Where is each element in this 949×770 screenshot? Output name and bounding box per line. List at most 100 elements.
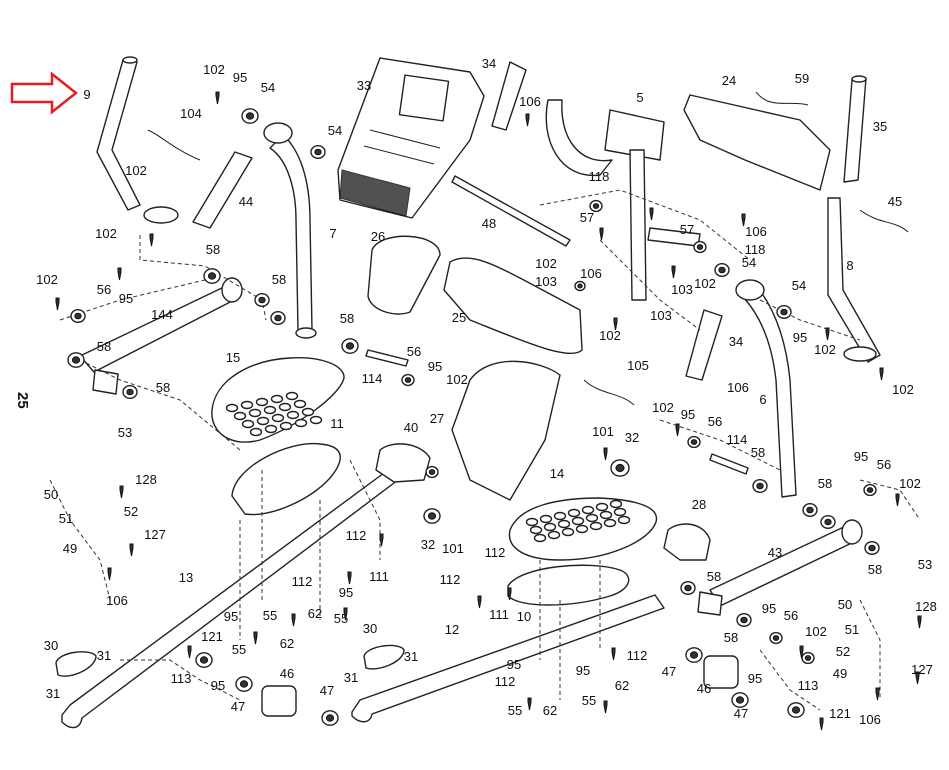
bolt	[477, 595, 482, 609]
part-number-label: 102	[446, 372, 468, 387]
pedal-grip-dot	[286, 410, 300, 420]
pedal-grip-dot	[270, 394, 284, 404]
bearing-hole	[274, 314, 282, 322]
part-number-label: 112	[440, 572, 461, 587]
part-number-label: 102	[95, 226, 117, 241]
pedal-grip-dot	[603, 518, 617, 528]
pedal-grip-dot	[293, 399, 307, 409]
axle-48	[451, 175, 571, 247]
part-number-label: 103	[650, 308, 672, 323]
part-number-label: 9	[83, 87, 90, 102]
bolt	[291, 613, 296, 627]
part-number-label: 95	[576, 663, 590, 678]
bearing-hole	[780, 308, 788, 316]
pedal-grip-dot	[248, 408, 262, 418]
bolt	[603, 700, 608, 714]
pedal-15	[211, 357, 345, 443]
bolt	[379, 533, 384, 547]
part-number-label: 55	[263, 608, 277, 623]
part-number-label: 105	[627, 358, 649, 373]
bearing-hole	[74, 312, 82, 320]
footpad-30-left	[55, 651, 97, 677]
part-number-label: 14	[550, 466, 564, 481]
bolt	[149, 233, 154, 247]
pedal-grip-dot	[264, 424, 278, 434]
part-number-label: 48	[482, 216, 496, 231]
bolt	[215, 91, 220, 105]
pedal-grip-dot	[553, 511, 567, 521]
bolt	[129, 543, 134, 557]
part-number-label: 56	[708, 414, 722, 429]
pedal-grip-dot	[256, 416, 270, 426]
pedal-rail-12	[351, 523, 711, 723]
pedal-grip-dot	[585, 513, 599, 523]
part-number-label: 56	[784, 608, 798, 623]
part-number-label: 43	[768, 545, 782, 560]
part-number-label: 104	[180, 106, 202, 121]
console-33	[337, 57, 485, 219]
part-number-label: 58	[724, 630, 738, 645]
part-number-label: 95	[119, 291, 133, 306]
part-number-label: 113	[171, 671, 192, 686]
bolt	[507, 587, 512, 601]
part-number-label: 95	[793, 330, 807, 345]
part-number-label: 106	[745, 224, 767, 239]
cover-26	[367, 235, 441, 315]
part-number-label: 34	[729, 334, 743, 349]
pedal-grip-dot	[233, 411, 247, 421]
part-number-label: 128	[915, 599, 937, 614]
pedal-grip-dot	[589, 521, 603, 531]
bearing-hole	[696, 244, 704, 250]
part-number-label: 13	[179, 570, 193, 585]
part-number-label: 106	[859, 712, 881, 727]
part-number-label: 35	[873, 119, 887, 134]
part-number-label: 111	[489, 607, 509, 622]
shaft-114-left	[365, 349, 409, 367]
bolt	[875, 687, 880, 701]
bearing-hole	[866, 487, 874, 493]
pedal-grip-dot	[525, 517, 539, 527]
pedal-grip-dot	[225, 403, 239, 413]
bearing-hole	[345, 342, 355, 350]
pedal-grip-dot	[599, 510, 613, 520]
part-number-label: 95	[507, 657, 521, 672]
bearing-hole	[824, 518, 832, 526]
part-number-label: 55	[334, 611, 348, 626]
bolt	[347, 571, 352, 585]
bolt	[119, 485, 124, 499]
right-upper-handlebar	[843, 75, 867, 183]
part-number-label: 31	[97, 648, 111, 663]
link-arm-144	[79, 277, 243, 395]
part-number-label: 31	[46, 686, 60, 701]
frame-mast-5	[545, 99, 701, 301]
part-number-label: 111	[369, 569, 389, 584]
part-number-label: 101	[592, 424, 614, 439]
bearing-hole	[592, 203, 600, 209]
bearing-hole	[427, 512, 437, 520]
bearing-hole	[718, 266, 726, 274]
part-number-label: 31	[404, 649, 418, 664]
part-number-label: 58	[272, 272, 286, 287]
pedal-grip-dot	[249, 427, 263, 437]
part-number-label: 54	[792, 278, 806, 293]
bearing-hole	[325, 714, 335, 722]
part-number-label: 45	[888, 194, 902, 209]
part-number-label: 118	[745, 242, 766, 257]
part-number-label: 121	[201, 629, 223, 644]
part-number-label: 62	[543, 703, 557, 718]
part-number-label: 44	[239, 194, 253, 209]
red-arrow-icon	[10, 71, 79, 115]
part-number-label: 112	[627, 648, 648, 663]
bearing-hole	[126, 388, 134, 396]
console-tray-24	[683, 94, 831, 191]
part-number-label: 30	[363, 621, 377, 636]
part-number-label: 6	[759, 392, 766, 407]
cover-27	[451, 360, 561, 501]
hardware-group	[55, 91, 922, 731]
part-number-label: 53	[918, 557, 932, 572]
pedal-grip-dot	[278, 402, 292, 412]
pedal-grip-dot	[301, 407, 315, 417]
part-number-label: 47	[662, 664, 676, 679]
pedal-grip-dot	[294, 418, 308, 428]
